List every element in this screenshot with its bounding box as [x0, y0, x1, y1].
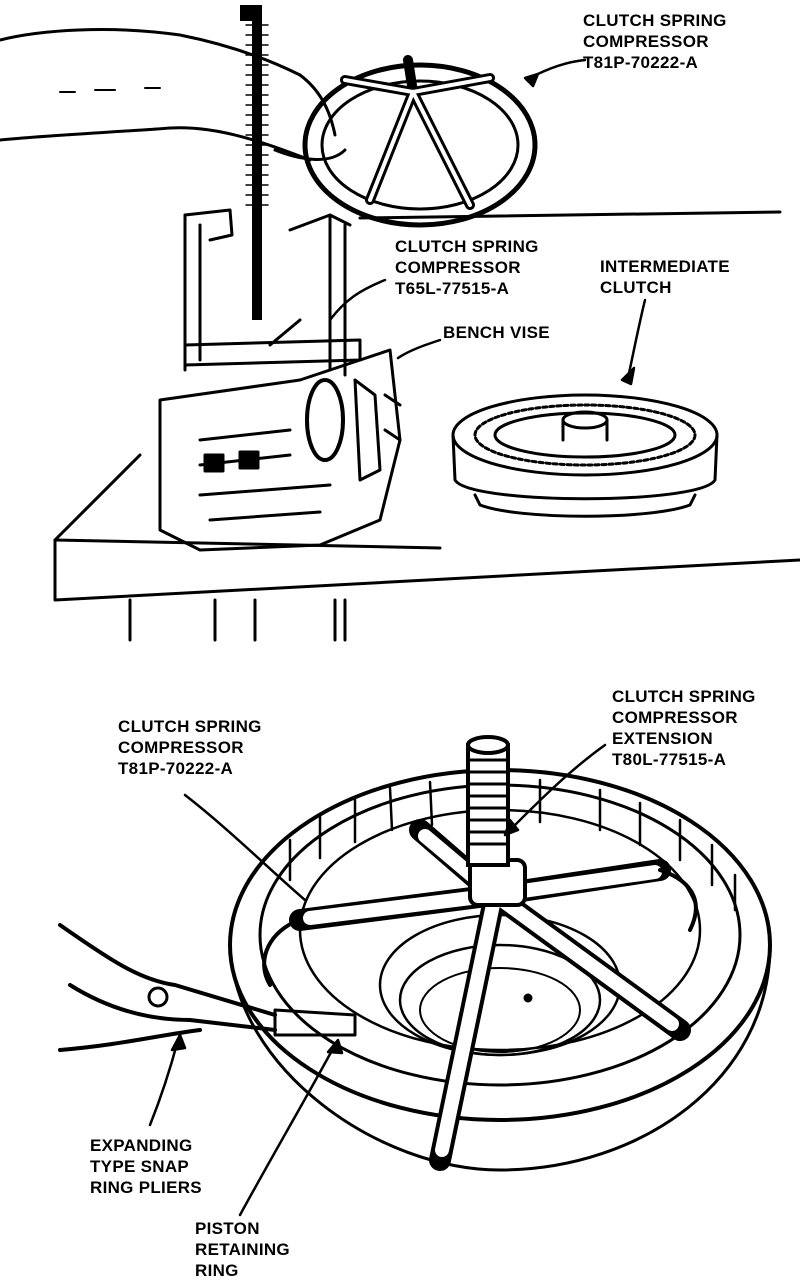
label-clutch-spring-compressor-t81p-bottom: CLUTCH SPRING COMPRESSOR T81P-70222-A	[118, 716, 262, 779]
label-expanding-snap-ring-pliers: EXPANDING TYPE SNAP RING PLIERS	[90, 1135, 202, 1198]
label-line: EXTENSION	[612, 729, 713, 748]
compressor-frame	[183, 208, 362, 377]
label-line: T81P-70222-A	[118, 759, 234, 778]
workbench	[53, 210, 800, 642]
bottom-leader-lines	[148, 743, 607, 1217]
spider-compressor	[262, 819, 698, 1171]
label-line: TYPE SNAP	[90, 1157, 190, 1176]
label-line: RETAINING	[195, 1240, 290, 1259]
label-piston-retaining-ring: PISTON RETAINING RING	[195, 1218, 290, 1281]
top-figure	[0, 5, 800, 642]
label-line: T81P-70222-A	[583, 53, 699, 72]
label-line: COMPRESSOR	[583, 32, 709, 51]
intermediate-clutch-drum	[451, 393, 719, 518]
label-line: CLUTCH SPRING	[583, 11, 727, 30]
label-line: T65L-77515-A	[395, 279, 510, 298]
snap-ring-pliers	[58, 923, 357, 1052]
label-clutch-spring-compressor-t81p-top: CLUTCH SPRING COMPRESSOR T81P-70222-A	[583, 10, 727, 73]
label-line: T80L-77515-A	[612, 750, 727, 769]
label-line: CLUTCH SPRING	[395, 237, 539, 256]
label-line: COMPRESSOR	[118, 738, 244, 757]
hand-arm	[0, 28, 347, 162]
bottom-figure	[58, 735, 772, 1217]
label-compressor-extension: CLUTCH SPRING COMPRESSOR EXTENSION T80L-…	[612, 686, 756, 770]
bench-vise	[158, 348, 402, 552]
label-line: CLUTCH SPRING	[118, 717, 262, 736]
label-line: RING PLIERS	[90, 1178, 202, 1197]
label-line: CLUTCH SPRING	[612, 687, 756, 706]
label-bench-vise: BENCH VISE	[443, 322, 550, 343]
label-line: PISTON	[195, 1219, 260, 1238]
label-clutch-spring-compressor-t65l: CLUTCH SPRING COMPRESSOR T65L-77515-A	[395, 236, 539, 299]
label-line: INTERMEDIATE	[600, 257, 730, 276]
label-intermediate-clutch: INTERMEDIATE CLUTCH	[600, 256, 730, 298]
threaded-extension	[466, 735, 510, 867]
label-line: CLUTCH	[600, 278, 672, 297]
label-line: BENCH VISE	[443, 323, 550, 342]
label-line: RING	[195, 1261, 239, 1280]
handwheel-compressor	[302, 55, 538, 228]
threaded-rod	[240, 5, 269, 320]
label-line: COMPRESSOR	[395, 258, 521, 277]
top-leader-lines	[328, 58, 647, 386]
label-line: EXPANDING	[90, 1136, 193, 1155]
label-line: COMPRESSOR	[612, 708, 738, 727]
